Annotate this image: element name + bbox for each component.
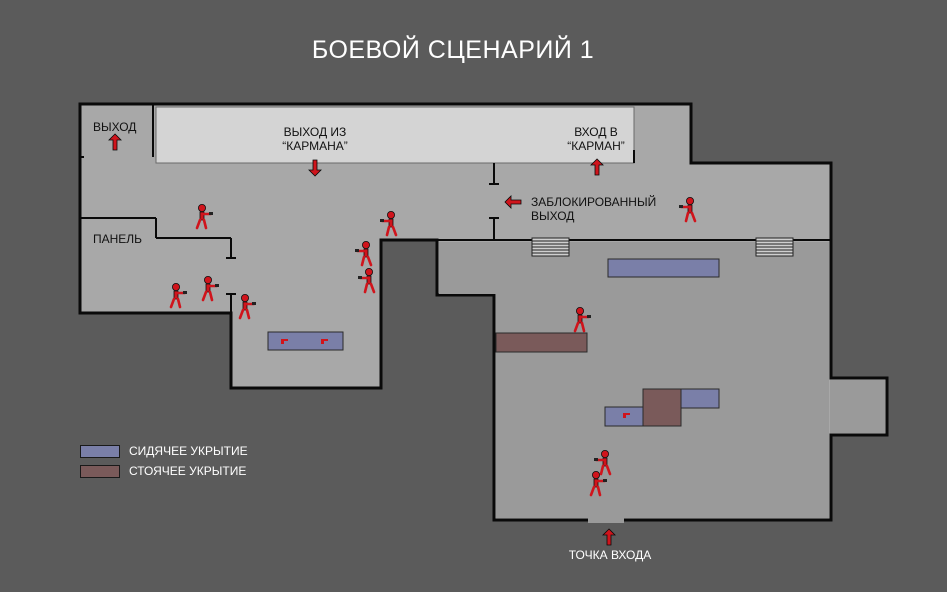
arrow-icon [504, 195, 522, 209]
blocked-exit-label: ЗАБЛОКИРОВАННЫЙ ВЫХОД [531, 195, 656, 223]
seated-cover-legend-text: СИДЯЧЕЕ УКРЫТИЕ [129, 444, 248, 458]
standing-cover-block [642, 388, 682, 427]
seated-cover-block [267, 331, 344, 351]
hall-floor [496, 242, 829, 518]
seated-cover-swatch [80, 444, 120, 458]
pocket-corridor [155, 106, 635, 164]
legend-standing: СТОЯЧЕЕ УКРЫТИЕ [80, 464, 246, 478]
weapon-marker-icon [321, 339, 328, 344]
pocket-entry-label-line: “КАРМАН” [567, 139, 625, 153]
enemy-figure-icon [201, 275, 219, 302]
stairs-icon [531, 237, 570, 257]
arrow-icon [590, 158, 604, 176]
seated-cover-block [680, 388, 720, 409]
pocket-exit-label-line: ВЫХОД ИЗ [283, 125, 347, 139]
enemy-group [169, 196, 697, 497]
enemy-figure-icon [195, 203, 213, 230]
map-title: БОЕВОЙ СЦЕНАРИЙ 1 [311, 36, 595, 64]
entry-point-label: ТОЧКА ВХОДА [568, 548, 652, 562]
enemy-figure-icon [169, 282, 187, 309]
enemy-figure-icon [355, 240, 373, 267]
arrow-icon [308, 159, 322, 177]
pocket-entry-label: ВХОД В “КАРМАН” [541, 125, 651, 153]
standing-cover-block [495, 332, 588, 353]
side-annex-floor [830, 380, 885, 433]
seated-cover-block [607, 258, 720, 278]
pocket-exit-label-line: “КАРМАНА” [282, 139, 348, 153]
exit-label: ВЫХОД [93, 120, 137, 134]
enemy-figure-icon [594, 449, 612, 476]
arrow-icon [602, 528, 616, 546]
entry-gap [588, 517, 624, 523]
hall-upper-floor [439, 242, 496, 294]
weapon-marker-icon [623, 413, 630, 418]
pocket-exit-label: ВЫХОД ИЗ “КАРМАНА” [255, 125, 375, 153]
stairs-icon [755, 237, 794, 257]
enemy-figure-icon [358, 267, 376, 294]
blocked-exit-label-line: ВЫХОД [531, 209, 575, 223]
enemy-figure-icon [573, 306, 591, 333]
standing-cover-legend-text: СТОЯЧЕЕ УКРЫТИЕ [129, 464, 247, 478]
standing-cover-swatch [80, 464, 120, 478]
enemy-figure-icon [380, 210, 398, 237]
blocked-exit-label-line: ЗАБЛОКИРОВАННЫЙ [531, 195, 657, 209]
weapon-marker-icon [281, 339, 288, 344]
legend-seated: СИДЯЧЕЕ УКРЫТИЕ [80, 444, 248, 458]
arrow-icon [108, 133, 122, 151]
pocket-entry-label-line: ВХОД В [574, 125, 618, 139]
enemy-figure-icon [679, 196, 697, 223]
panel-label: ПАНЕЛЬ [93, 232, 143, 246]
enemy-figure-icon [589, 470, 607, 497]
enemy-figure-icon [238, 293, 256, 320]
